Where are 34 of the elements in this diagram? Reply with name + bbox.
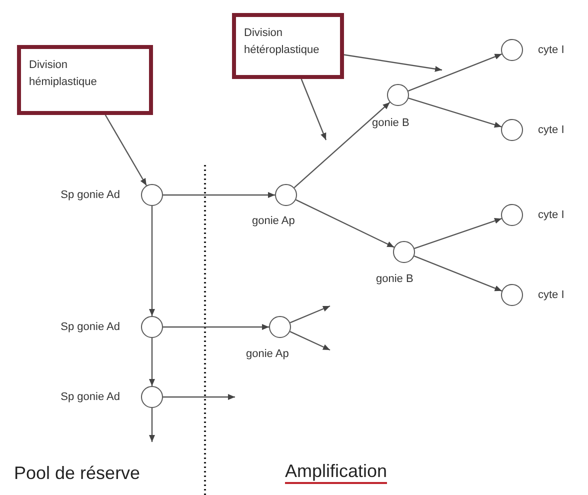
cell-label: cyte I xyxy=(538,208,564,223)
leader-arrow xyxy=(300,78,327,140)
arrow xyxy=(408,53,502,92)
section-label: Pool de réserve xyxy=(14,462,140,485)
callout-frame xyxy=(17,45,153,115)
cell-label: gonie Ap xyxy=(252,214,295,229)
arrow xyxy=(163,324,269,330)
arrow xyxy=(149,408,155,442)
callout-frame xyxy=(232,13,344,79)
cell-label: gonie Ap xyxy=(246,347,289,362)
arrow xyxy=(414,256,502,292)
arrow xyxy=(290,305,330,324)
arrow xyxy=(296,199,394,248)
section-label: Amplification xyxy=(285,460,388,484)
leader-arrow xyxy=(104,114,147,186)
cell-label: gonie B xyxy=(376,272,414,287)
arrow xyxy=(294,102,390,188)
arrow xyxy=(163,192,275,198)
cell-label: cyte I xyxy=(538,123,564,138)
cell-label: Sp gonie Ad xyxy=(60,390,120,405)
arrow xyxy=(290,331,330,351)
callout-text: Division hémiplastique xyxy=(29,58,98,90)
arrow xyxy=(149,338,155,386)
leader-arrow xyxy=(344,54,442,72)
cell-label: Sp gonie Ad xyxy=(60,188,120,203)
arrow xyxy=(408,98,502,128)
cell-label: cyte I xyxy=(538,43,564,58)
arrow xyxy=(163,394,235,400)
arrow xyxy=(414,218,502,249)
cell-label: gonie B xyxy=(372,116,410,131)
cell-label: cyte I xyxy=(538,288,564,303)
cell-label: Sp gonie Ad xyxy=(60,320,120,335)
callout-text: Division hétéroplastique xyxy=(244,26,320,58)
arrow xyxy=(149,206,155,316)
